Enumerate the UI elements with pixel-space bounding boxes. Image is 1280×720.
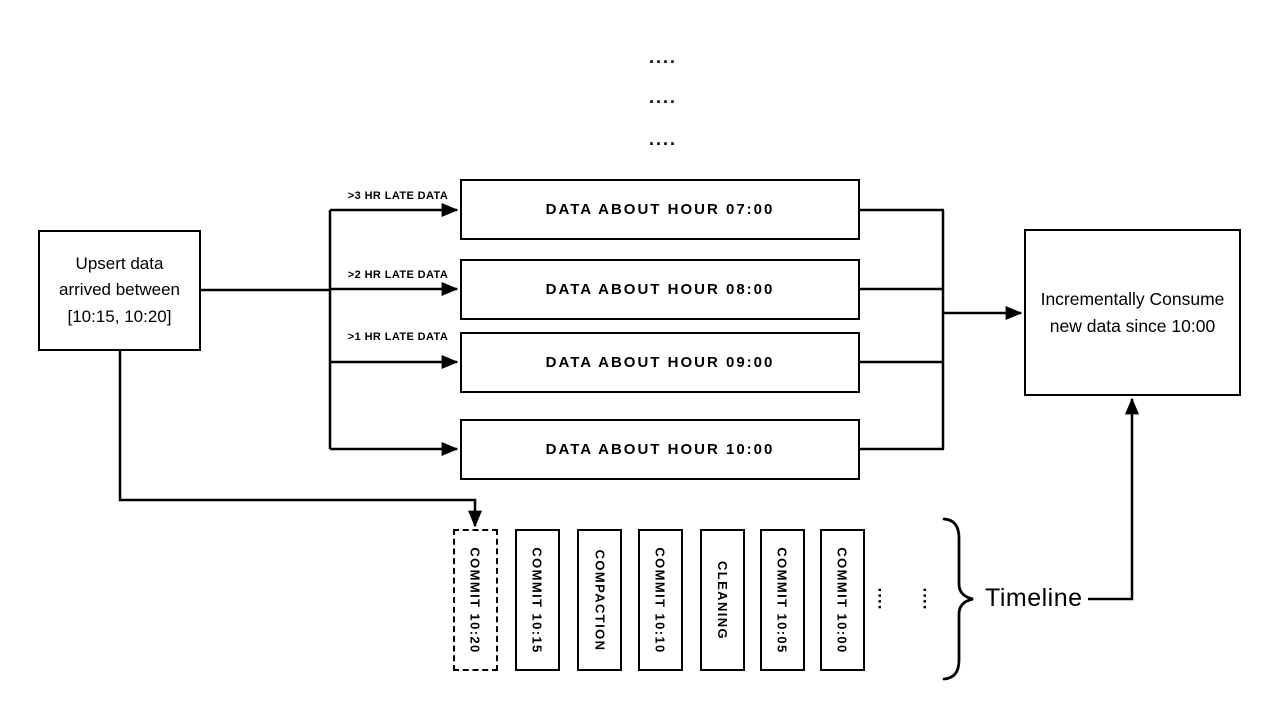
more-hours-dots-2: .... <box>649 87 678 107</box>
timeline-more-dots-2: .... <box>919 585 938 613</box>
timeline-more-dots-1: .... <box>874 585 893 613</box>
timeline-item-label: CLEANING <box>715 560 730 640</box>
hour-box-0700: DATA ABOUT HOUR 07:00 <box>460 179 860 240</box>
timeline-compaction: COMPACTION <box>577 529 622 671</box>
hour-box-label: DATA ABOUT HOUR 09:00 <box>545 354 775 371</box>
timeline-commit-1020: COMMIT 10:20 <box>453 529 498 671</box>
timeline-to-consume-arrow <box>1088 397 1139 601</box>
late-label-1hr: >1 HR LATE DATA <box>347 331 449 343</box>
upsert-box-line: [10:15, 10:20] <box>67 306 172 326</box>
timeline-item-label: COMMIT 10:10 <box>653 546 668 654</box>
timeline-commit-1000: COMMIT 10:00 <box>820 529 865 671</box>
incremental-consume-box: Incrementally Consume new data since 10:… <box>1024 229 1241 396</box>
timeline-item-label: COMMIT 10:15 <box>530 546 545 654</box>
more-hours-dots-3: .... <box>649 129 678 149</box>
hour-box-label: DATA ABOUT HOUR 08:00 <box>545 281 775 298</box>
timeline-commit-1015: COMMIT 10:15 <box>515 529 560 671</box>
consume-box-line: Incrementally Consume <box>1040 289 1225 310</box>
timeline-item-label: COMMIT 10:20 <box>468 546 483 654</box>
timeline-brace <box>942 517 974 681</box>
upsert-box-line: arrived between <box>59 280 180 300</box>
timeline-item-label: COMMIT 10:00 <box>835 546 850 654</box>
hour-box-0800: DATA ABOUT HOUR 08:00 <box>460 259 860 320</box>
timeline-commit-1010: COMMIT 10:10 <box>638 529 683 671</box>
more-hours-dots-1: .... <box>649 47 678 67</box>
consume-box-line: new data since 10:00 <box>1049 315 1216 336</box>
timeline-item-label: COMMIT 10:05 <box>775 546 790 654</box>
hour-box-label: DATA ABOUT HOUR 10:00 <box>545 441 775 458</box>
late-label-2hr: >2 HR LATE DATA <box>347 269 449 281</box>
hour-box-label: DATA ABOUT HOUR 07:00 <box>545 201 775 218</box>
late-label-3hr: >3 HR LATE DATA <box>347 190 449 202</box>
upsert-box: Upsert data arrived between [10:15, 10:2… <box>38 230 201 351</box>
upsert-to-timeline-arrow <box>118 350 482 528</box>
timeline-item-label: COMPACTION <box>592 549 607 651</box>
dots-text: .... <box>919 587 938 611</box>
hour-box-0900: DATA ABOUT HOUR 09:00 <box>460 332 860 393</box>
upsert-box-line: Upsert data <box>75 253 164 273</box>
hour-box-1000: DATA ABOUT HOUR 10:00 <box>460 419 860 480</box>
timeline-label: Timeline <box>985 584 1083 612</box>
timeline-cleaning: CLEANING <box>700 529 745 671</box>
dots-text: .... <box>874 587 893 611</box>
timeline-commit-1005: COMMIT 10:05 <box>760 529 805 671</box>
